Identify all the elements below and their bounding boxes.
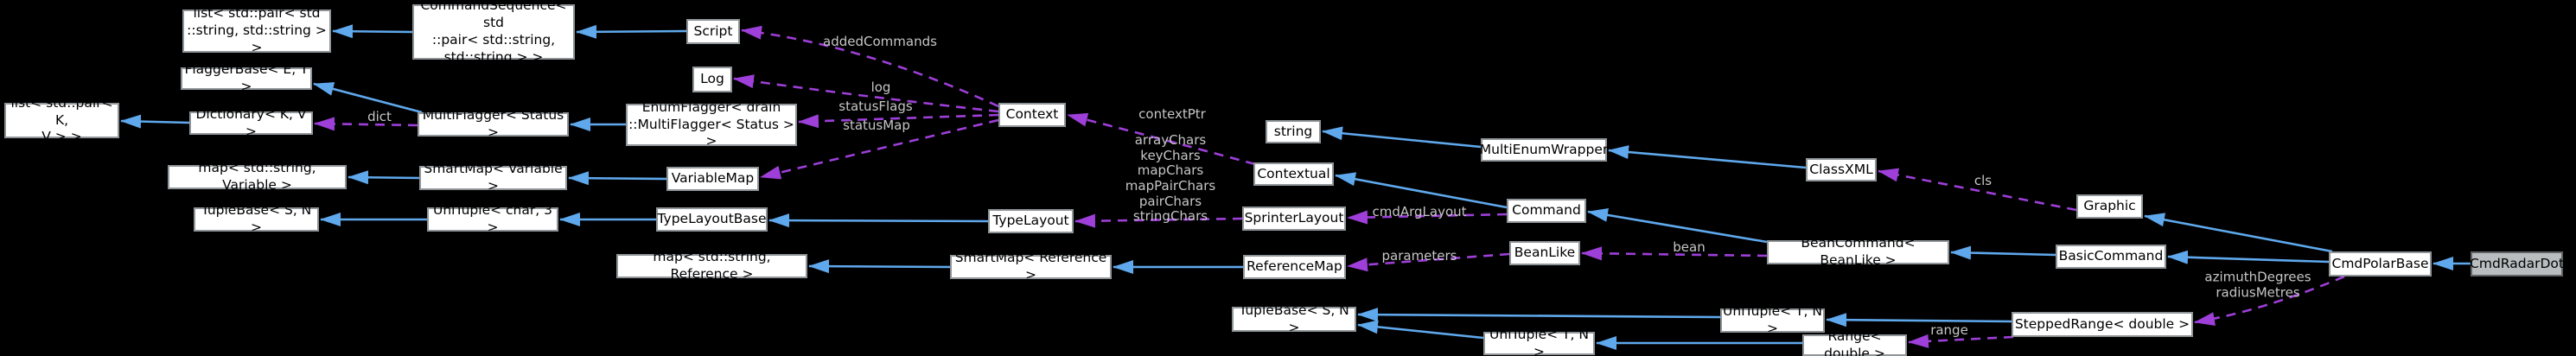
- node-stepped-range[interactable]: SteppedRange< double >: [2012, 312, 2193, 337]
- node-cmd-polar-base[interactable]: CmdPolarBase: [2329, 251, 2432, 277]
- node-command-sequence[interactable]: CommandSequence< std ::pair< std::string…: [412, 0, 575, 65]
- node-dictionary[interactable]: Dictionary< K, V >: [189, 106, 313, 139]
- node-multi-flagger[interactable]: MultiFlagger< Status >: [418, 107, 569, 140]
- node-sprinter-layout[interactable]: SprinterLayout: [1242, 207, 1346, 231]
- node-bean-command[interactable]: BeanCommand< BeanLike >: [1767, 235, 1949, 268]
- edge-bean-command-to-command: [1587, 207, 1768, 244]
- node-uni-tuple-tn-lower[interactable]: UniTuple< T, N >: [1483, 327, 1595, 356]
- node-multi-enum-wrapper[interactable]: MultiEnumWrapper: [1480, 138, 1608, 162]
- edge-context-to-variable-map: [760, 118, 999, 180]
- edge-context-to-enum-flagger: [798, 113, 999, 129]
- edge-basic-command-to-bean-command: [1950, 245, 2056, 260]
- node-bean-like[interactable]: BeanLike: [1509, 241, 1580, 265]
- edge-cmd-polar-base-to-graphic: [2144, 213, 2333, 253]
- edge-context-to-script: [741, 25, 999, 108]
- node-string[interactable]: string: [1266, 120, 1321, 143]
- node-tuple-base-top[interactable]: TupleBase< S, N >: [194, 202, 319, 235]
- node-enum-flagger[interactable]: EnumFlagger< drain ::MultiFlagger< Statu…: [626, 99, 797, 149]
- edge-type-layout-to-type-layout-base: [768, 213, 989, 228]
- node-script[interactable]: Script: [686, 19, 740, 44]
- edge-command-to-sprinter-layout: [1347, 210, 1508, 225]
- node-class-xml[interactable]: ClassXML: [1806, 158, 1877, 181]
- node-variable-map[interactable]: VariableMap: [666, 167, 759, 191]
- edge-uni-tuple-tn-upper-to-tuple-base-bottom: [1357, 308, 1721, 322]
- edge-multi-enum-wrapper-to-string: [1322, 126, 1482, 149]
- edge-stepped-range-to-range-double: [1908, 334, 2014, 348]
- edge-command-to-contextual: [1335, 172, 1508, 209]
- node-list-pair-kv[interactable]: list< std::pair< K, V > >: [4, 95, 119, 144]
- edge-stepped-range-to-uni-tuple-tn-upper: [1826, 313, 2012, 327]
- edge-context-to-log: [733, 74, 999, 113]
- node-tuple-base-bottom[interactable]: TupleBase< S, N >: [1232, 302, 1356, 335]
- node-contextual[interactable]: Contextual: [1253, 162, 1334, 186]
- node-map-variable[interactable]: map< std::string, Variable >: [168, 160, 347, 193]
- node-basic-command[interactable]: BasicCommand: [2056, 245, 2166, 269]
- edge-bean-command-to-bean-like: [1581, 246, 1768, 261]
- edge-multi-flagger-to-flagger-base: [313, 82, 423, 114]
- node-context[interactable]: Context: [998, 103, 1066, 127]
- node-type-layout[interactable]: TypeLayout: [988, 209, 1074, 233]
- node-type-layout-base[interactable]: TypeLayoutBase: [656, 207, 768, 232]
- edge-graphic-to-class-xml: [1878, 168, 2077, 212]
- edge-command-sequence-to-list-pair-std: [332, 24, 413, 39]
- node-graphic[interactable]: Graphic: [2076, 194, 2143, 219]
- edge-bean-like-to-reference-map: [1347, 252, 1510, 272]
- edge-dictionary-to-list-pair-kv: [120, 114, 190, 129]
- edges: [120, 24, 2471, 350]
- edge-class-xml-to-multi-enum-wrapper: [1608, 145, 1807, 169]
- edge-multi-flagger-to-dictionary: [314, 117, 418, 131]
- node-log[interactable]: Log: [692, 67, 732, 92]
- node-list-pair-std[interactable]: list< std::pair< std ::string, std::stri…: [182, 5, 331, 55]
- edge-contextual-to-context: [1067, 112, 1256, 166]
- edge-smart-map-reference-to-map-reference: [808, 259, 951, 274]
- node-smart-map-variable[interactable]: SmartMap< Variable >: [419, 161, 567, 194]
- edge-cmd-polar-base-to-basic-command: [2167, 250, 2330, 264]
- edge-smart-map-variable-to-map-variable: [348, 170, 420, 185]
- node-map-reference[interactable]: map< std::string, Reference >: [616, 249, 807, 282]
- node-smart-map-reference[interactable]: SmartMap< Reference >: [950, 250, 1112, 283]
- node-flagger-base[interactable]: FlaggerBase< E, T >: [181, 61, 312, 94]
- node-uni-tuple-char3[interactable]: UniTuple< char, 3 >: [427, 202, 558, 235]
- edge-cmd-polar-base-to-stepped-range: [2194, 275, 2345, 326]
- edge-variable-map-to-smart-map-variable: [568, 171, 667, 186]
- node-cmd-radar-dot: CmdRadarDot: [2470, 251, 2564, 277]
- edge-uni-tuple-tn-lower-to-tuple-base-bottom: [1357, 320, 1484, 340]
- node-command[interactable]: Command: [1507, 199, 1586, 223]
- node-reference-map[interactable]: ReferenceMap: [1243, 255, 1346, 279]
- node-range-double[interactable]: Range< double >: [1802, 328, 1907, 356]
- edge-sprinter-layout-to-type-layout: [1074, 213, 1243, 228]
- edge-script-to-command-sequence: [576, 24, 687, 39]
- node-uni-tuple-tn-upper[interactable]: UniTuple< T, N >: [1720, 303, 1825, 336]
